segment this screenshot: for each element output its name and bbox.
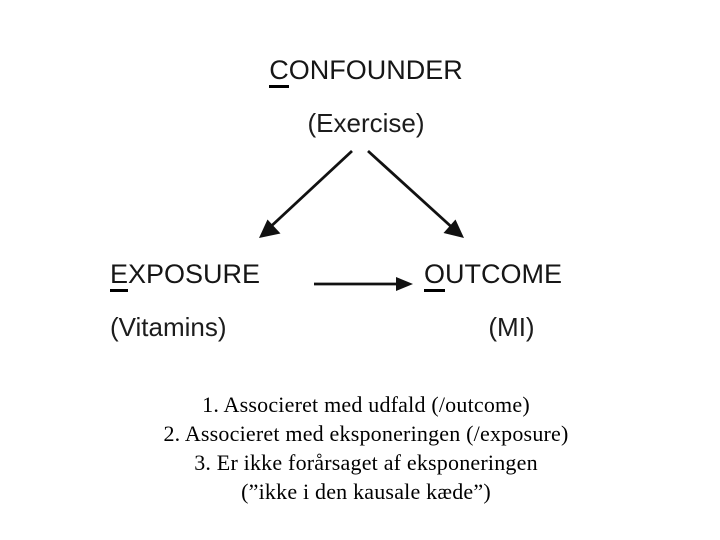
- outcome-sublabel: (MI): [488, 312, 535, 343]
- exposure-sublabel: (Vitamins): [110, 312, 227, 343]
- exposure-initial: E: [110, 259, 129, 293]
- outcome-initial: O: [424, 259, 446, 293]
- outcome-label: OUTCOME: [424, 259, 589, 293]
- exposure-label-rest: XPOSURE: [128, 259, 261, 289]
- exposure-label: EXPOSURE: [110, 259, 310, 293]
- outcome-label-rest: UTCOME: [445, 259, 563, 289]
- arrow-confounder-to-exposure: [259, 149, 353, 238]
- node-outcome: OUTCOME (MI): [424, 259, 589, 342]
- arrow-exposure-to-outcome: [314, 277, 413, 291]
- confounder-initial: C: [269, 55, 289, 89]
- note-line-4: (”ikke i den kausale kæde”): [241, 479, 491, 504]
- note-line-2: 2. Associeret med eksponeringen (/exposu…: [163, 421, 569, 446]
- note-line-3: 3. Er ikke forårsaget af eksponeringen: [194, 450, 538, 475]
- confounder-label-rest: ONFOUNDER: [288, 55, 463, 85]
- arrow-confounder-to-outcome: [367, 149, 464, 238]
- note-line-1: 1. Associeret med udfald (/outcome): [202, 392, 530, 417]
- node-confounder: CONFOUNDER (Exercise): [206, 55, 526, 138]
- confounder-label: CONFOUNDER: [206, 55, 526, 89]
- node-exposure: EXPOSURE (Vitamins): [110, 259, 310, 342]
- confounder-sublabel: (Exercise): [307, 108, 425, 139]
- notes-block: 1. Associeret med udfald (/outcome) 2. A…: [0, 390, 720, 506]
- arrowhead-outcome: [443, 219, 464, 238]
- arrowhead-exposure: [259, 219, 281, 238]
- arrowhead-exposure-outcome: [396, 277, 413, 291]
